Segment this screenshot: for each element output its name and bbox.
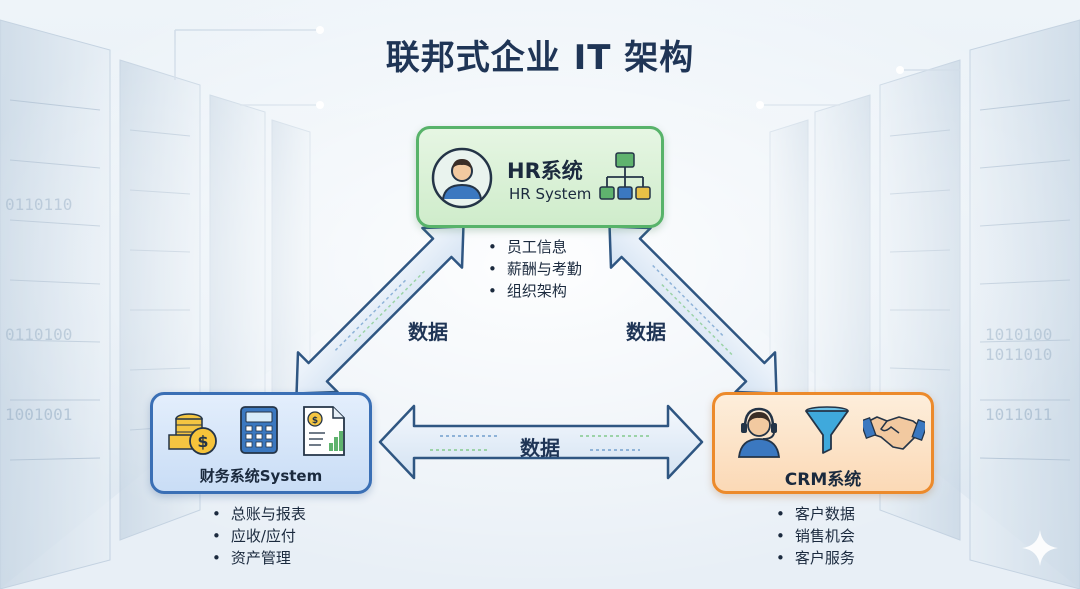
list-item: 员工信息 bbox=[488, 236, 582, 258]
handshake-icon bbox=[863, 416, 925, 450]
hr-system-subtitle: HR System bbox=[509, 185, 592, 203]
list-item: 资产管理 bbox=[212, 547, 306, 569]
crm-system-title: CRM系统 bbox=[784, 470, 862, 490]
calculator-icon bbox=[240, 406, 278, 454]
support-agent-icon bbox=[737, 407, 781, 458]
crm-bullet-list: 客户数据 销售机会 客户服务 bbox=[776, 503, 855, 569]
hr-finance-link-label: 数据 bbox=[408, 320, 448, 344]
person-avatar-icon bbox=[431, 147, 493, 209]
svg-text:$: $ bbox=[312, 416, 318, 426]
funnel-icon bbox=[805, 406, 849, 454]
list-item: 应收/应付 bbox=[212, 525, 306, 547]
list-item: 总账与报表 bbox=[212, 503, 306, 525]
hr-finance-arrow bbox=[295, 225, 465, 395]
finance-system-title: 财务系统System bbox=[199, 467, 323, 485]
crm-system-node[interactable]: CRM系统 bbox=[712, 392, 934, 494]
hr-crm-link-label: 数据 bbox=[626, 320, 666, 344]
finance-bullet-list: 总账与报表 应收/应付 资产管理 bbox=[212, 503, 306, 569]
hr-system-node[interactable]: HR系统 HR System bbox=[416, 126, 664, 228]
list-item: 薪酬与考勤 bbox=[488, 258, 582, 280]
page-title: 联邦式企业 IT 架构 bbox=[385, 38, 695, 78]
list-item: 客户服务 bbox=[776, 547, 855, 569]
sparkle-icon bbox=[1022, 530, 1058, 566]
finance-crm-link-label: 数据 bbox=[520, 436, 560, 460]
finance-system-node[interactable]: $ $ 财务系统System bbox=[150, 392, 372, 494]
list-item: 组织架构 bbox=[488, 280, 582, 302]
hr-crm-arrow bbox=[608, 225, 778, 395]
finance-crm-arrow bbox=[378, 404, 704, 480]
list-item: 客户数据 bbox=[776, 503, 855, 525]
hr-bullet-list: 员工信息 薪酬与考勤 组织架构 bbox=[488, 236, 582, 302]
list-item: 销售机会 bbox=[776, 525, 855, 547]
coins-icon: $ bbox=[168, 413, 217, 455]
org-chart-icon bbox=[599, 152, 651, 200]
svg-text:$: $ bbox=[197, 432, 208, 451]
hr-system-title: HR系统 bbox=[507, 159, 583, 183]
invoice-icon: $ bbox=[303, 406, 345, 456]
